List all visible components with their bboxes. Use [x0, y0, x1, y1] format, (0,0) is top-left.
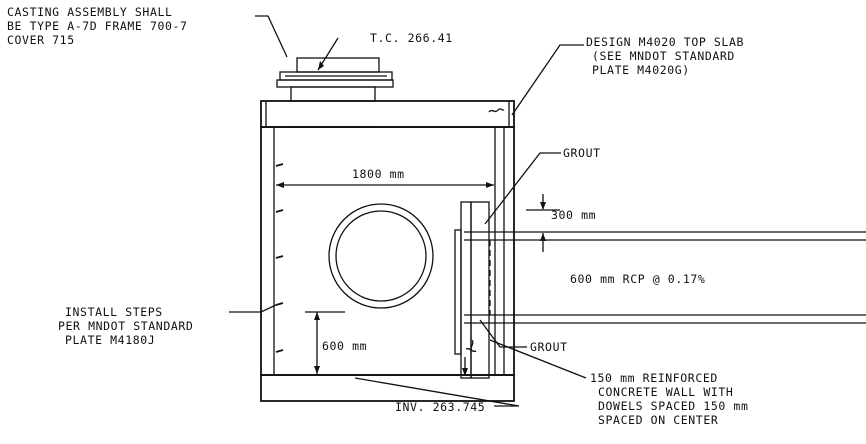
- grout-top-label: GROUT: [563, 146, 601, 160]
- top-of-casting-label: T.C. 266.41: [370, 31, 453, 45]
- steps-note-line3: PLATE M4180J: [65, 333, 155, 347]
- manhole-steps: [275, 163, 284, 353]
- offset-dimension-label: 300 mm: [551, 208, 596, 222]
- steps-note-line2: PER MNDOT STANDARD: [58, 319, 193, 333]
- invert-label: INV. 263.745: [395, 400, 485, 414]
- height-dimension-label: 600 mm: [322, 339, 367, 353]
- top-slab: [260, 100, 515, 128]
- pipe-label: 600 mm RCP @ 0.17%: [570, 272, 705, 286]
- base-slab: [260, 374, 515, 402]
- manhole-walls: [260, 126, 515, 376]
- annotations: CASTING ASSEMBLY SHALL BE TYPE A-7D FRAM…: [7, 5, 748, 427]
- dimension-height: 600 mm: [305, 311, 367, 374]
- outlet-pipe: [464, 231, 866, 324]
- casting-note-line3: COVER 715: [7, 33, 75, 47]
- dimension-width: 1800 mm: [276, 167, 494, 188]
- casting-note-line2: BE TYPE A-7D FRAME 700-7: [7, 19, 188, 33]
- wall-note-line4: SPACED ON CENTER: [598, 413, 718, 427]
- width-dimension-label: 1800 mm: [352, 167, 405, 181]
- leader-lines: [229, 15, 587, 407]
- grout-bottom-label: GROUT: [530, 340, 568, 354]
- design-note-line2: (SEE MNDOT STANDARD: [592, 49, 735, 63]
- invert-marker: [462, 357, 468, 376]
- design-note-line1: DESIGN M4020 TOP SLAB: [586, 35, 744, 49]
- design-note-line3: PLATE M4020G): [592, 63, 690, 77]
- wall-note-line3: DOWELS SPACED 150 mm: [598, 399, 748, 413]
- grout-collar: [454, 201, 490, 379]
- dimension-offset: 300 mm: [526, 194, 596, 252]
- pipe-opening: [328, 203, 434, 309]
- wall-note-line2: CONCRETE WALL WITH: [598, 385, 733, 399]
- wall-note-line1: 150 mm REINFORCED: [590, 371, 718, 385]
- casting-assembly: [276, 57, 394, 102]
- steps-note-line1: INSTALL STEPS: [65, 305, 163, 319]
- casting-note-line1: CASTING ASSEMBLY SHALL: [7, 5, 173, 19]
